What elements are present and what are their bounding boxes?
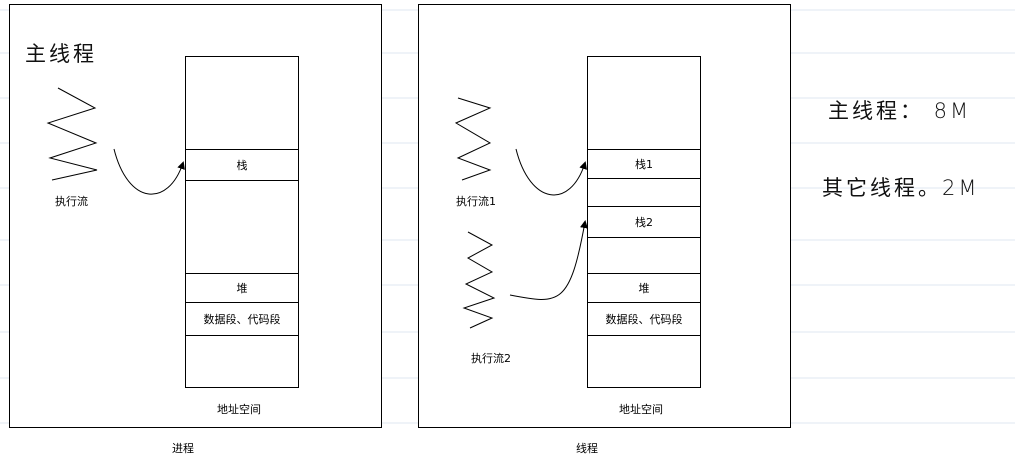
thread-gap-segment xyxy=(588,178,700,207)
thread-heap-segment: 堆 xyxy=(588,273,700,303)
process-heap-segment: 堆 xyxy=(186,273,298,303)
note-other-threads-stack-size: 其它线程。2M xyxy=(822,176,980,200)
thread-stack2-segment: 栈2 xyxy=(588,206,700,238)
thread-stack1-segment: 栈1 xyxy=(588,149,700,179)
thread-address-space-label: 地址空间 xyxy=(619,403,663,416)
process-address-space-column: 栈 堆 数据段、代码段 xyxy=(185,56,299,388)
thread-flow2-label: 执行流2 xyxy=(471,352,511,365)
process-caption: 进程 xyxy=(172,442,194,455)
thread-panel: 栈1 栈2 堆 数据段、代码段 执行流1 执行流2 地址空间 xyxy=(418,4,791,428)
thread-flow1-label: 执行流1 xyxy=(456,195,496,208)
thread-data-code-segment: 数据段、代码段 xyxy=(588,302,700,336)
thread-caption: 线程 xyxy=(576,442,598,455)
process-address-space-label: 地址空间 xyxy=(217,403,261,416)
process-panel: 栈 堆 数据段、代码段 执行流 地址空间 xyxy=(9,4,382,428)
process-stack-segment: 栈 xyxy=(186,149,298,181)
process-flow-label: 执行流 xyxy=(55,195,88,208)
process-data-code-segment: 数据段、代码段 xyxy=(186,302,298,336)
note-main-thread-stack-size: 主线程： 8M xyxy=(828,99,972,123)
handwritten-main-thread-label: 主线程 xyxy=(25,42,97,66)
thread-address-space-column: 栈1 栈2 堆 数据段、代码段 xyxy=(587,56,701,388)
